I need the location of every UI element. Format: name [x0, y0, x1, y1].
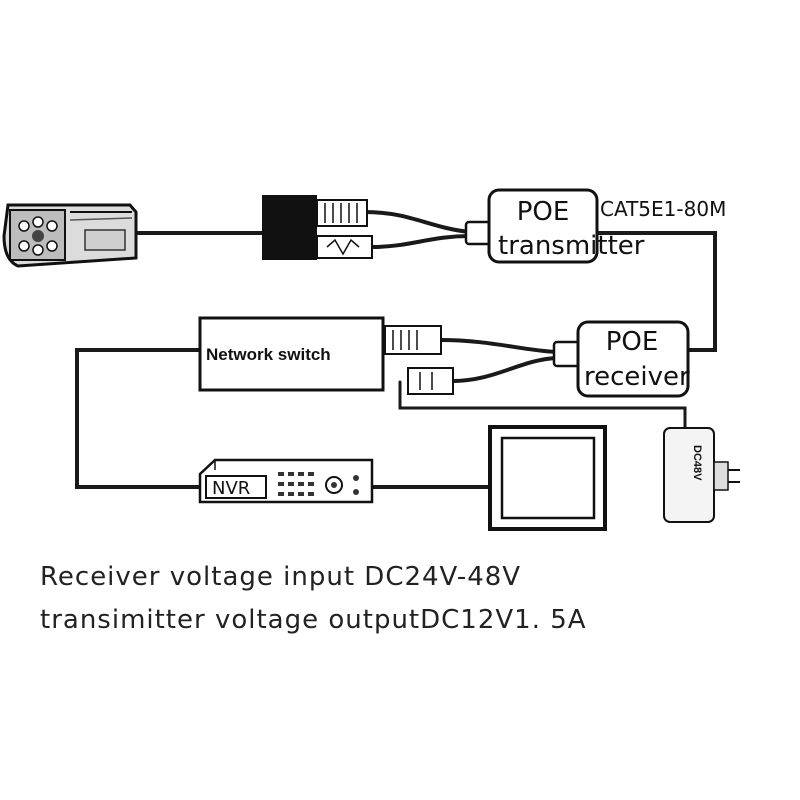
- power-adapter: DC48V: [663, 427, 740, 523]
- caption-receiver-voltage: Receiver voltage input DC24V-48V: [40, 562, 522, 592]
- bullet-camera: [2, 203, 138, 268]
- receiver-label-line2: receiver: [584, 362, 690, 392]
- cat5e-link: [596, 231, 717, 352]
- transmitter-label-line2: transmitter: [498, 231, 645, 261]
- adapter-label: DC48V: [691, 445, 703, 481]
- receiver-rj45-lead: [438, 338, 558, 354]
- network-switch-label: Network switch: [206, 345, 331, 364]
- switch-to-nvr-cable: [75, 348, 202, 489]
- transmitter-rj45-lead: [363, 210, 472, 234]
- transmitter-dc-lead: [370, 234, 472, 249]
- receiver-label-line1: POE: [606, 327, 659, 357]
- receiver-connectors: [384, 325, 454, 395]
- nvr-recorder: NVR: [198, 458, 374, 504]
- receiver-dc-lead: [450, 356, 558, 383]
- adapter-lead: [398, 380, 687, 430]
- poe-receiver: POE receiver: [552, 320, 690, 398]
- transmitter-label-line1: POE: [517, 197, 570, 227]
- network-switch: Network switch: [198, 316, 385, 392]
- poe-transmitter: POE transmitter: [464, 188, 645, 264]
- caption-transmitter-voltage: transimitter voltage outputDC12V1. 5A: [40, 605, 587, 635]
- camera-connectors: [262, 195, 373, 260]
- cable-spec-label: CAT5E1-80M: [600, 197, 726, 221]
- nvr-buttons: [278, 472, 359, 496]
- cables: [75, 210, 717, 489]
- monitor: [488, 425, 607, 531]
- nvr-label: NVR: [212, 478, 250, 499]
